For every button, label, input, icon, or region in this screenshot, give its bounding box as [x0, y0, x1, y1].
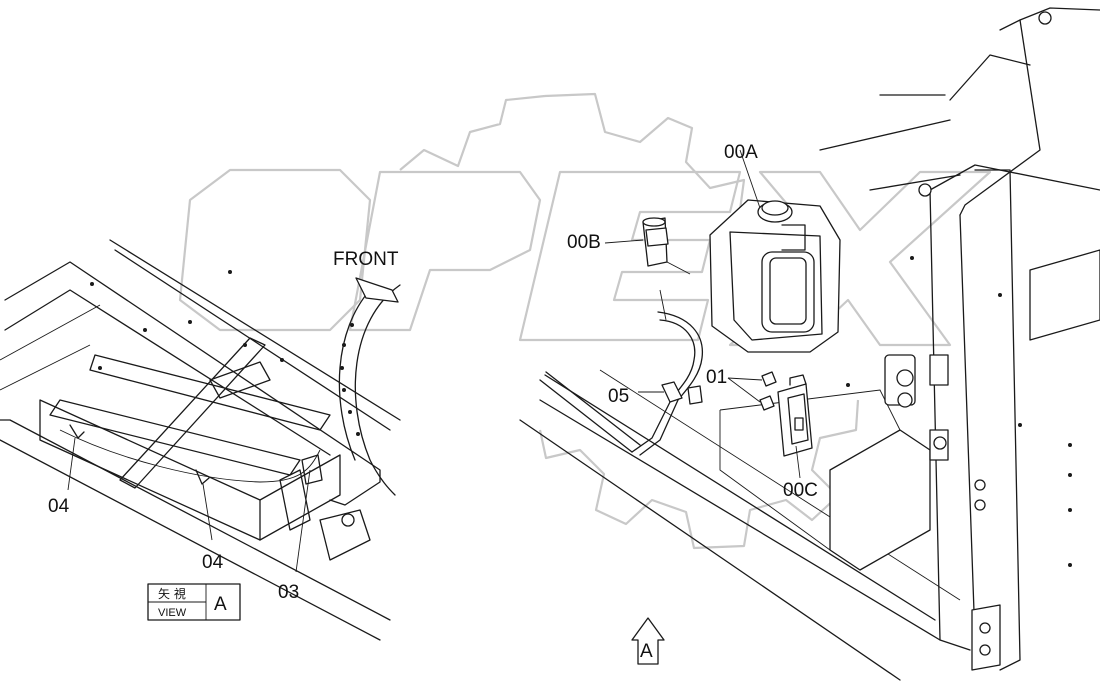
washer-pump: [604, 217, 691, 275]
view-a-marker: A: [631, 617, 665, 665]
mounting-bracket: [727, 371, 813, 479]
label-05: 05: [608, 386, 629, 407]
label-00b: 00B: [567, 232, 601, 253]
hose-assembly: [539, 289, 703, 456]
frame-assembly: [0, 239, 401, 641]
label-00a: 00A: [724, 142, 758, 163]
washer-tank: [709, 149, 841, 353]
label-03: 03: [278, 582, 299, 603]
view-label-letter: A: [214, 594, 227, 615]
front-direction-arrow: [338, 277, 401, 496]
view-label-japanese: 矢 視: [158, 586, 186, 601]
view-marker-letter: A: [640, 641, 653, 662]
label-01: 01: [706, 367, 727, 388]
label-04-mid: 04: [202, 552, 224, 573]
view-label-english: VIEW: [158, 607, 187, 619]
machine-body: [519, 7, 1100, 681]
label-00c: 00C: [783, 480, 818, 501]
view-a-legend: 矢 視 VIEW A: [147, 583, 241, 621]
label-front: FRONT: [333, 249, 399, 270]
watermark-logo: [178, 92, 992, 550]
label-04-left: 04: [48, 496, 70, 517]
